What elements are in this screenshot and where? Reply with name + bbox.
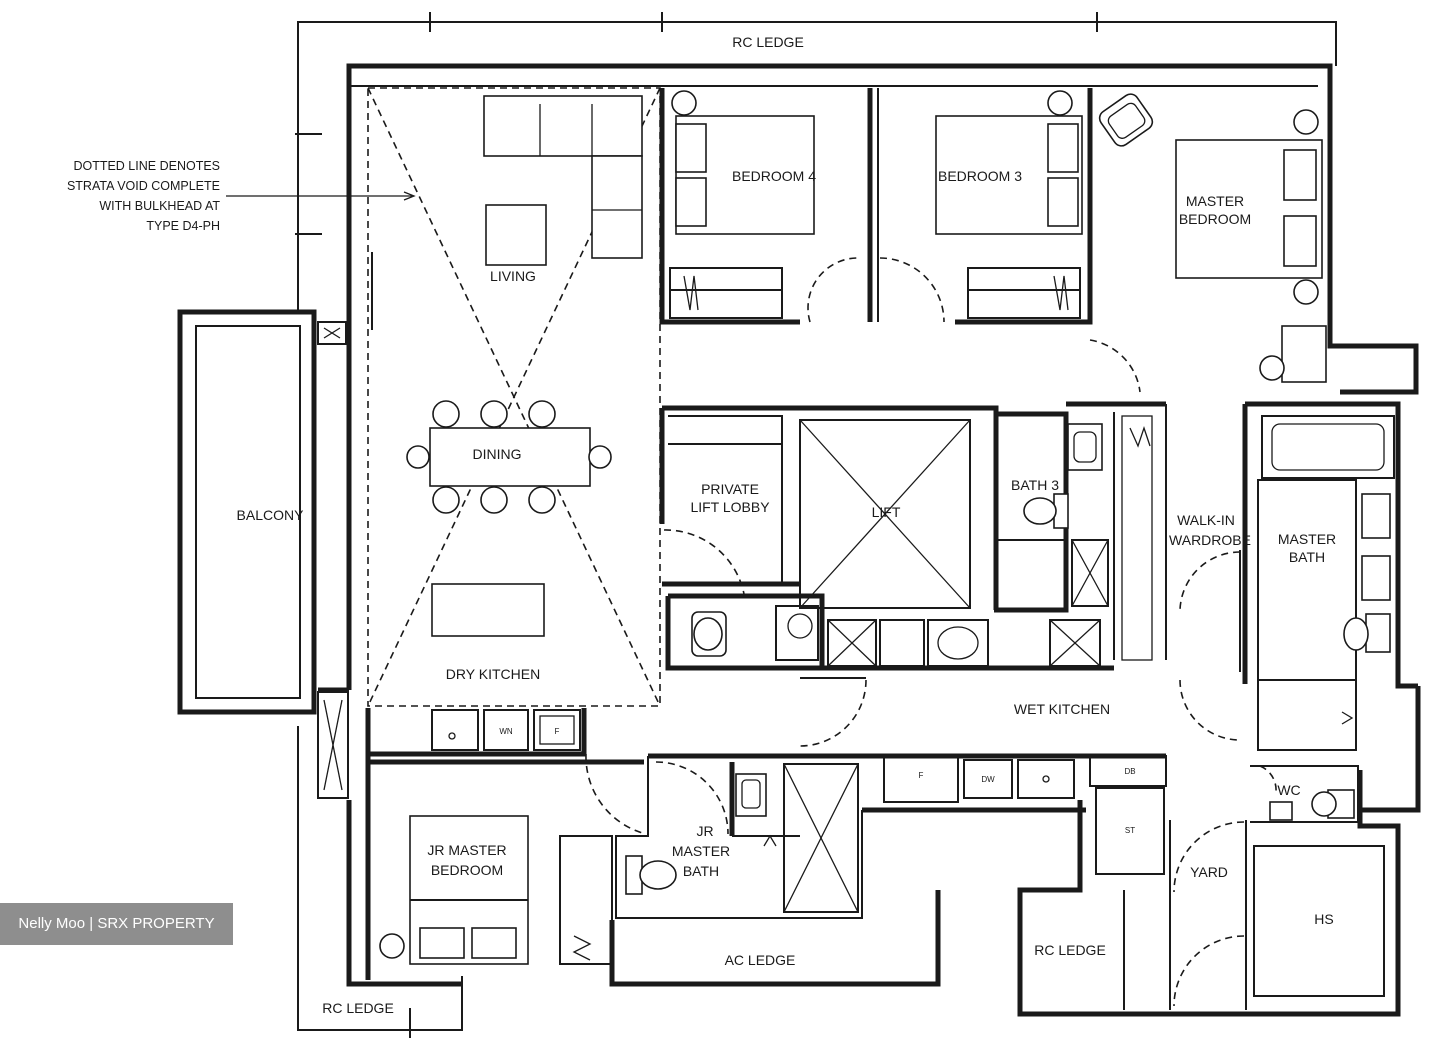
label-master-bath-2: BATH bbox=[1289, 549, 1325, 565]
dining-furniture bbox=[406, 400, 612, 637]
jr-master-bedroom bbox=[368, 753, 647, 965]
label-balcony: BALCONY bbox=[237, 507, 305, 523]
label-hs: HS bbox=[1314, 911, 1333, 927]
jr-master-bath bbox=[625, 761, 859, 913]
label-wet-kitchen: WET KITCHEN bbox=[1014, 701, 1110, 717]
living-furniture bbox=[483, 95, 643, 266]
label-bath-3: BATH 3 bbox=[1011, 477, 1059, 493]
label-jr-master-bedroom-1: JR MASTER bbox=[427, 842, 506, 858]
label-rc-ledge-top: RC LEDGE bbox=[732, 34, 804, 50]
label-walk-in-wardrobe-2: WARDROBE bbox=[1169, 532, 1251, 548]
bath-3 bbox=[994, 401, 1167, 661]
note-line-1: DOTTED LINE DENOTES bbox=[73, 159, 220, 173]
label-master-bedroom-2: BEDROOM bbox=[1179, 211, 1251, 227]
label-jr-master-bath-1: JR bbox=[696, 823, 713, 839]
label-walk-in-wardrobe-1: WALK-IN bbox=[1177, 512, 1235, 528]
master-bedroom bbox=[1089, 93, 1327, 393]
label-private-lift-lobby-2: LIFT LOBBY bbox=[690, 499, 770, 515]
watermark-badge: Nelly Moo | SRX PROPERTY bbox=[0, 903, 233, 945]
label-jr-master-bedroom-2: BEDROOM bbox=[431, 862, 503, 878]
note-line-2: STRATA VOID COMPLETE bbox=[67, 179, 220, 193]
lift-core bbox=[659, 405, 999, 610]
label-bedroom-4: BEDROOM 4 bbox=[732, 168, 816, 184]
label-rc-ledge-bottom-left: RC LEDGE bbox=[322, 1000, 394, 1016]
label-bedroom-3: BEDROOM 3 bbox=[938, 168, 1022, 184]
yard-wc-hs bbox=[1123, 765, 1385, 1010]
label-lift: LIFT bbox=[872, 504, 901, 520]
dry-kitchen-counter bbox=[365, 708, 587, 980]
note-leader bbox=[226, 191, 416, 201]
label-dining: DINING bbox=[473, 446, 522, 462]
appliance-st: ST bbox=[1125, 826, 1135, 835]
label-rc-ledge-bottom-right: RC LEDGE bbox=[1034, 942, 1106, 958]
master-bath bbox=[1179, 404, 1395, 751]
label-dry-kitchen: DRY KITCHEN bbox=[446, 666, 540, 682]
appliance-fridge-wet: F bbox=[919, 771, 924, 780]
label-living: LIVING bbox=[490, 268, 536, 284]
label-ac-ledge: AC LEDGE bbox=[725, 952, 796, 968]
rc-ledge-outline bbox=[295, 12, 1337, 310]
wet-kitchen-counter bbox=[615, 753, 1167, 919]
note-line-4: TYPE D4-PH bbox=[146, 219, 220, 233]
service-bath-row bbox=[665, 593, 1114, 747]
label-master-bedroom-1: MASTER bbox=[1186, 193, 1244, 209]
label-jr-master-bath-3: BATH bbox=[683, 863, 719, 879]
bedroom-4 bbox=[659, 88, 879, 325]
appliance-washer: WN bbox=[499, 727, 513, 736]
label-wc: WC bbox=[1277, 782, 1300, 798]
label-yard: YARD bbox=[1190, 864, 1228, 880]
note-line-3: WITH BULKHEAD AT bbox=[99, 199, 220, 213]
appliance-fridge-dry: F bbox=[555, 727, 560, 736]
label-private-lift-lobby-1: PRIVATE bbox=[701, 481, 759, 497]
balcony bbox=[177, 252, 373, 799]
label-master-bath-1: MASTER bbox=[1278, 531, 1336, 547]
appliance-dishwasher: DW bbox=[981, 775, 995, 784]
appliance-db: DB bbox=[1124, 767, 1135, 776]
bedroom-3 bbox=[879, 88, 1093, 325]
label-jr-master-bath-2: MASTER bbox=[672, 843, 730, 859]
